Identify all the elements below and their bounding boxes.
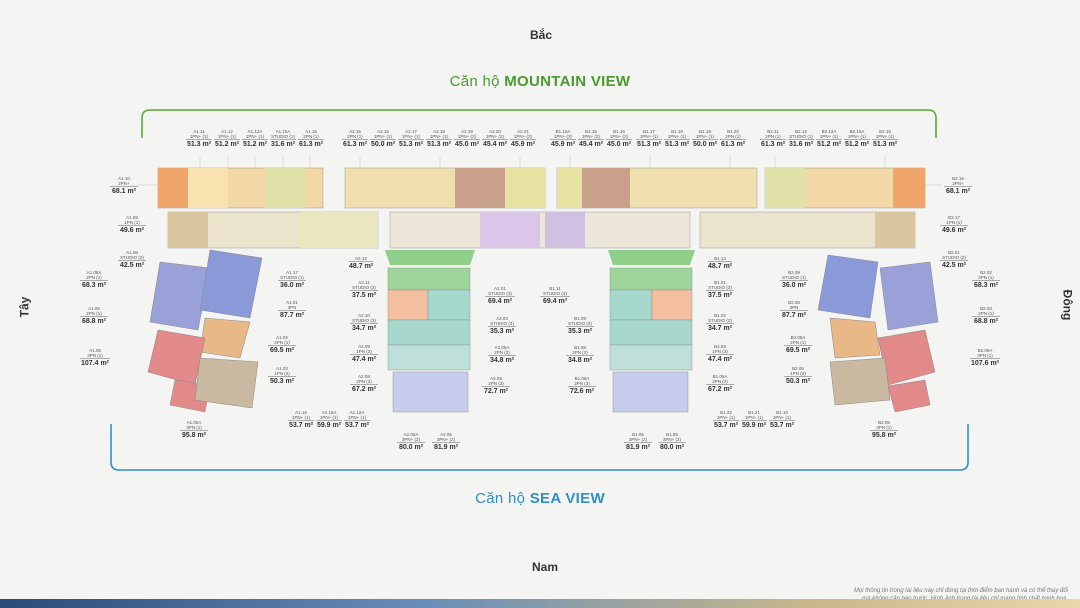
center-right-tower xyxy=(608,250,695,413)
disclaimer-line-1: Mọi thông tin trong tài liệu này chỉ đún… xyxy=(853,588,1068,594)
north-blocks xyxy=(157,167,926,209)
mountain-view-prefix: Căn hộ xyxy=(449,73,500,90)
compass-south: Nam xyxy=(532,560,559,574)
compass-north: Bắc xyxy=(530,28,553,42)
west-wing xyxy=(147,249,263,413)
corridor-rows xyxy=(167,211,916,249)
sea-view-bracket xyxy=(110,424,969,471)
leader-lines xyxy=(138,156,942,186)
mountain-view-title: Căn hộ MOUNTAIN VIEW xyxy=(0,73,1080,90)
sea-view-prefix: Căn hộ xyxy=(475,490,526,507)
sea-view-label: SEA VIEW xyxy=(529,490,605,507)
east-wing xyxy=(817,254,939,413)
sea-view-title: Căn hộ SEA VIEW xyxy=(0,490,1080,507)
bottom-gradient-bar xyxy=(0,599,1080,608)
mountain-view-label: MOUNTAIN VIEW xyxy=(504,73,631,90)
mountain-view-bracket xyxy=(141,109,937,138)
center-left-tower xyxy=(385,250,475,413)
